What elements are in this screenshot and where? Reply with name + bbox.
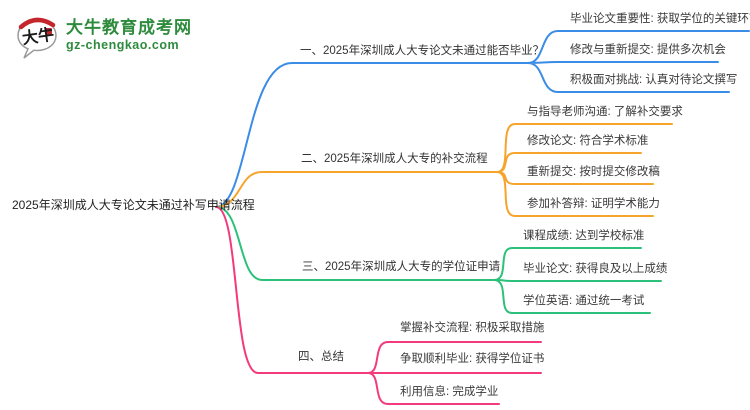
daniu-bubble-icon: 大牛: [17, 17, 57, 59]
root-topic: 2025年深圳成人大专论文未通过补写申请流程: [12, 198, 255, 212]
branch-2-wires: [215, 123, 673, 217]
branch-3-child-topic: 毕业论文: 获得良及以上成绩: [523, 263, 668, 275]
branch-2-child-topic: 修改论文: 符合学术标准: [527, 135, 649, 147]
branch-1-wires: [215, 30, 750, 208]
site-domain[interactable]: gz-chengkao.com: [66, 38, 180, 52]
logo-icon-text: 大牛: [21, 25, 55, 48]
site-logo[interactable]: 大牛 大牛教育成考网 gz-chengkao.com: [14, 14, 192, 64]
branch-3-child-topic: 课程成绩: 达到学校标准: [523, 230, 645, 242]
branch-1-child-topic: 积极面对挑战: 认真对待论文撰写: [570, 74, 738, 86]
branch-4-child-topic: 利用信息: 完成学业: [400, 386, 499, 398]
branch-1-child-topic: 修改与重新提交: 提供多次机会: [570, 44, 726, 56]
branch-3-child-topic: 学位英语: 通过统一考试: [523, 295, 645, 307]
branch-2-child-topic: 与指导老师沟通: 了解补交要求: [527, 106, 683, 118]
seal-icon: [45, 28, 52, 35]
site-name[interactable]: 大牛教育成考网: [66, 18, 192, 37]
branch-3-topic: 三、2025年深圳成人大专的学位证申请: [302, 261, 501, 273]
branch-1-child-topic: 毕业论文重要性: 获取学位的关键环节: [570, 13, 750, 25]
branch-2-child-topic: 重新提交: 按时提交修改稿: [527, 166, 660, 178]
branch-1-topic: 一、2025年深圳成人大专论文未通过能否毕业？: [300, 45, 545, 57]
branch-4-child-topic: 掌握补交流程: 积极采取措施: [400, 322, 545, 334]
branch-4-child-topic: 争取顺利毕业: 获得学位证书: [400, 353, 545, 365]
branch-2-child-topic: 参加补答辩: 证明学术能力: [527, 198, 660, 210]
branch-3-wires: [215, 205, 662, 314]
branch-2-topic: 二、2025年深圳成人大专的补交流程: [301, 153, 488, 165]
branch-4-wires: [215, 206, 542, 405]
branch-4-topic: 四、总结: [298, 351, 344, 363]
logo-text-block: 大牛教育成考网 gz-chengkao.com: [66, 14, 192, 53]
